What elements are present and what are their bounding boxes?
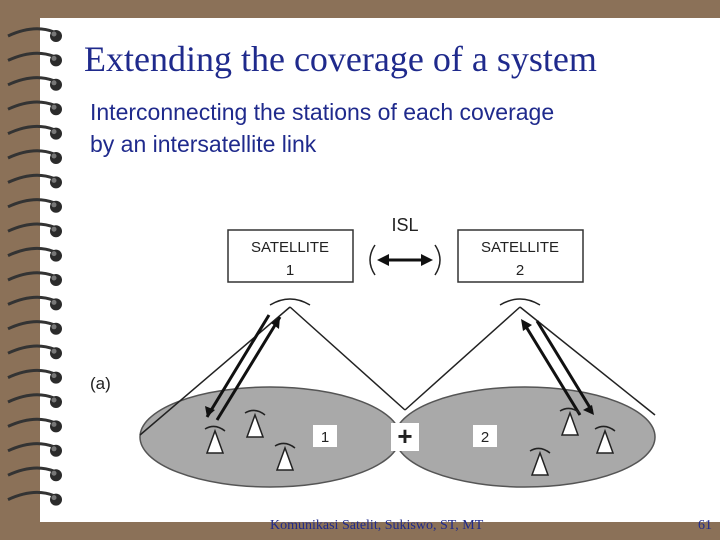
slide-title: Extending the coverage of a system [84, 39, 597, 79]
coverage-1-label: 1 [321, 429, 329, 446]
slide-body: Interconnecting the stations of each cov… [90, 96, 690, 160]
ground-station-antenna-icon [244, 409, 266, 438]
satellite-antenna-icon [269, 298, 311, 306]
spiral-binding-ring [6, 490, 64, 508]
spiral-binding-ring [6, 344, 64, 361]
spiral-binding-ring [6, 320, 64, 337]
spiral-binding-ring [6, 442, 64, 459]
beam-edge [139, 306, 291, 436]
spiral-binding-ring [6, 100, 64, 117]
spiral-binding-ring [6, 271, 64, 288]
coverage-area-2 [394, 386, 656, 488]
spiral-binding-ring [7, 27, 62, 42]
spiral-binding [6, 27, 64, 508]
ground-station-antenna-icon [559, 407, 581, 436]
beam-edge [289, 306, 406, 411]
coverage-2-label: 2 [481, 429, 489, 446]
center-symbol: + [397, 421, 412, 451]
ground-station-antenna-icon [204, 425, 226, 454]
center-box [391, 423, 419, 451]
spiral-binding-ring [6, 76, 64, 93]
slide-number: 61 [698, 518, 712, 533]
beam-edge [519, 306, 656, 416]
spiral-binding-ring [6, 222, 64, 239]
downlink-arrow [205, 314, 271, 418]
satellite-1-box [227, 229, 354, 283]
satellite-1-number: 1 [286, 262, 294, 279]
downlink-arrow [535, 320, 594, 412]
panel-label: (a) [90, 374, 111, 393]
beam-edge [404, 306, 521, 411]
isl-coverage-diagram: SATELLITE 1 SATELLITE 2 ISL (a) 1 2 + [90, 215, 656, 488]
ground-station-antenna-icon [594, 425, 616, 454]
spiral-binding-ring [6, 149, 64, 166]
spiral-binding-ring [6, 246, 64, 264]
coverage-2-box [473, 425, 497, 447]
coverage-1-box [313, 425, 337, 447]
spiral-binding-ring [6, 368, 64, 386]
ground-station-antenna-icon [274, 442, 296, 471]
satellite-1-label: SATELLITE [251, 239, 329, 256]
ground-station-antenna-icon [529, 447, 551, 476]
spiral-binding-ring [6, 295, 64, 312]
satellite-2-number: 2 [516, 262, 524, 279]
spiral-binding-ring [6, 198, 64, 215]
spiral-binding-ring [6, 393, 64, 410]
isl-wave-right [434, 244, 441, 276]
spiral-binding-ring [6, 51, 64, 68]
uplink-arrow [215, 316, 282, 421]
body-line-1: Interconnecting the stations of each cov… [90, 99, 555, 125]
satellite-2-label: SATELLITE [481, 239, 559, 256]
satellite-antenna-icon [499, 298, 541, 306]
satellite-2-box [457, 229, 584, 283]
spiral-binding-ring [6, 466, 64, 483]
spiral-binding-ring [6, 124, 64, 142]
spiral-binding-ring [6, 417, 64, 434]
isl-wave-left [369, 244, 376, 276]
body-line-2: by an intersatellite link [90, 131, 317, 157]
isl-label: ISL [391, 215, 418, 235]
spiral-binding-ring [6, 173, 64, 190]
slide-footer: Komunikasi Satelit, Sukiswo, ST, MT [270, 518, 484, 533]
uplink-arrow [523, 324, 582, 416]
